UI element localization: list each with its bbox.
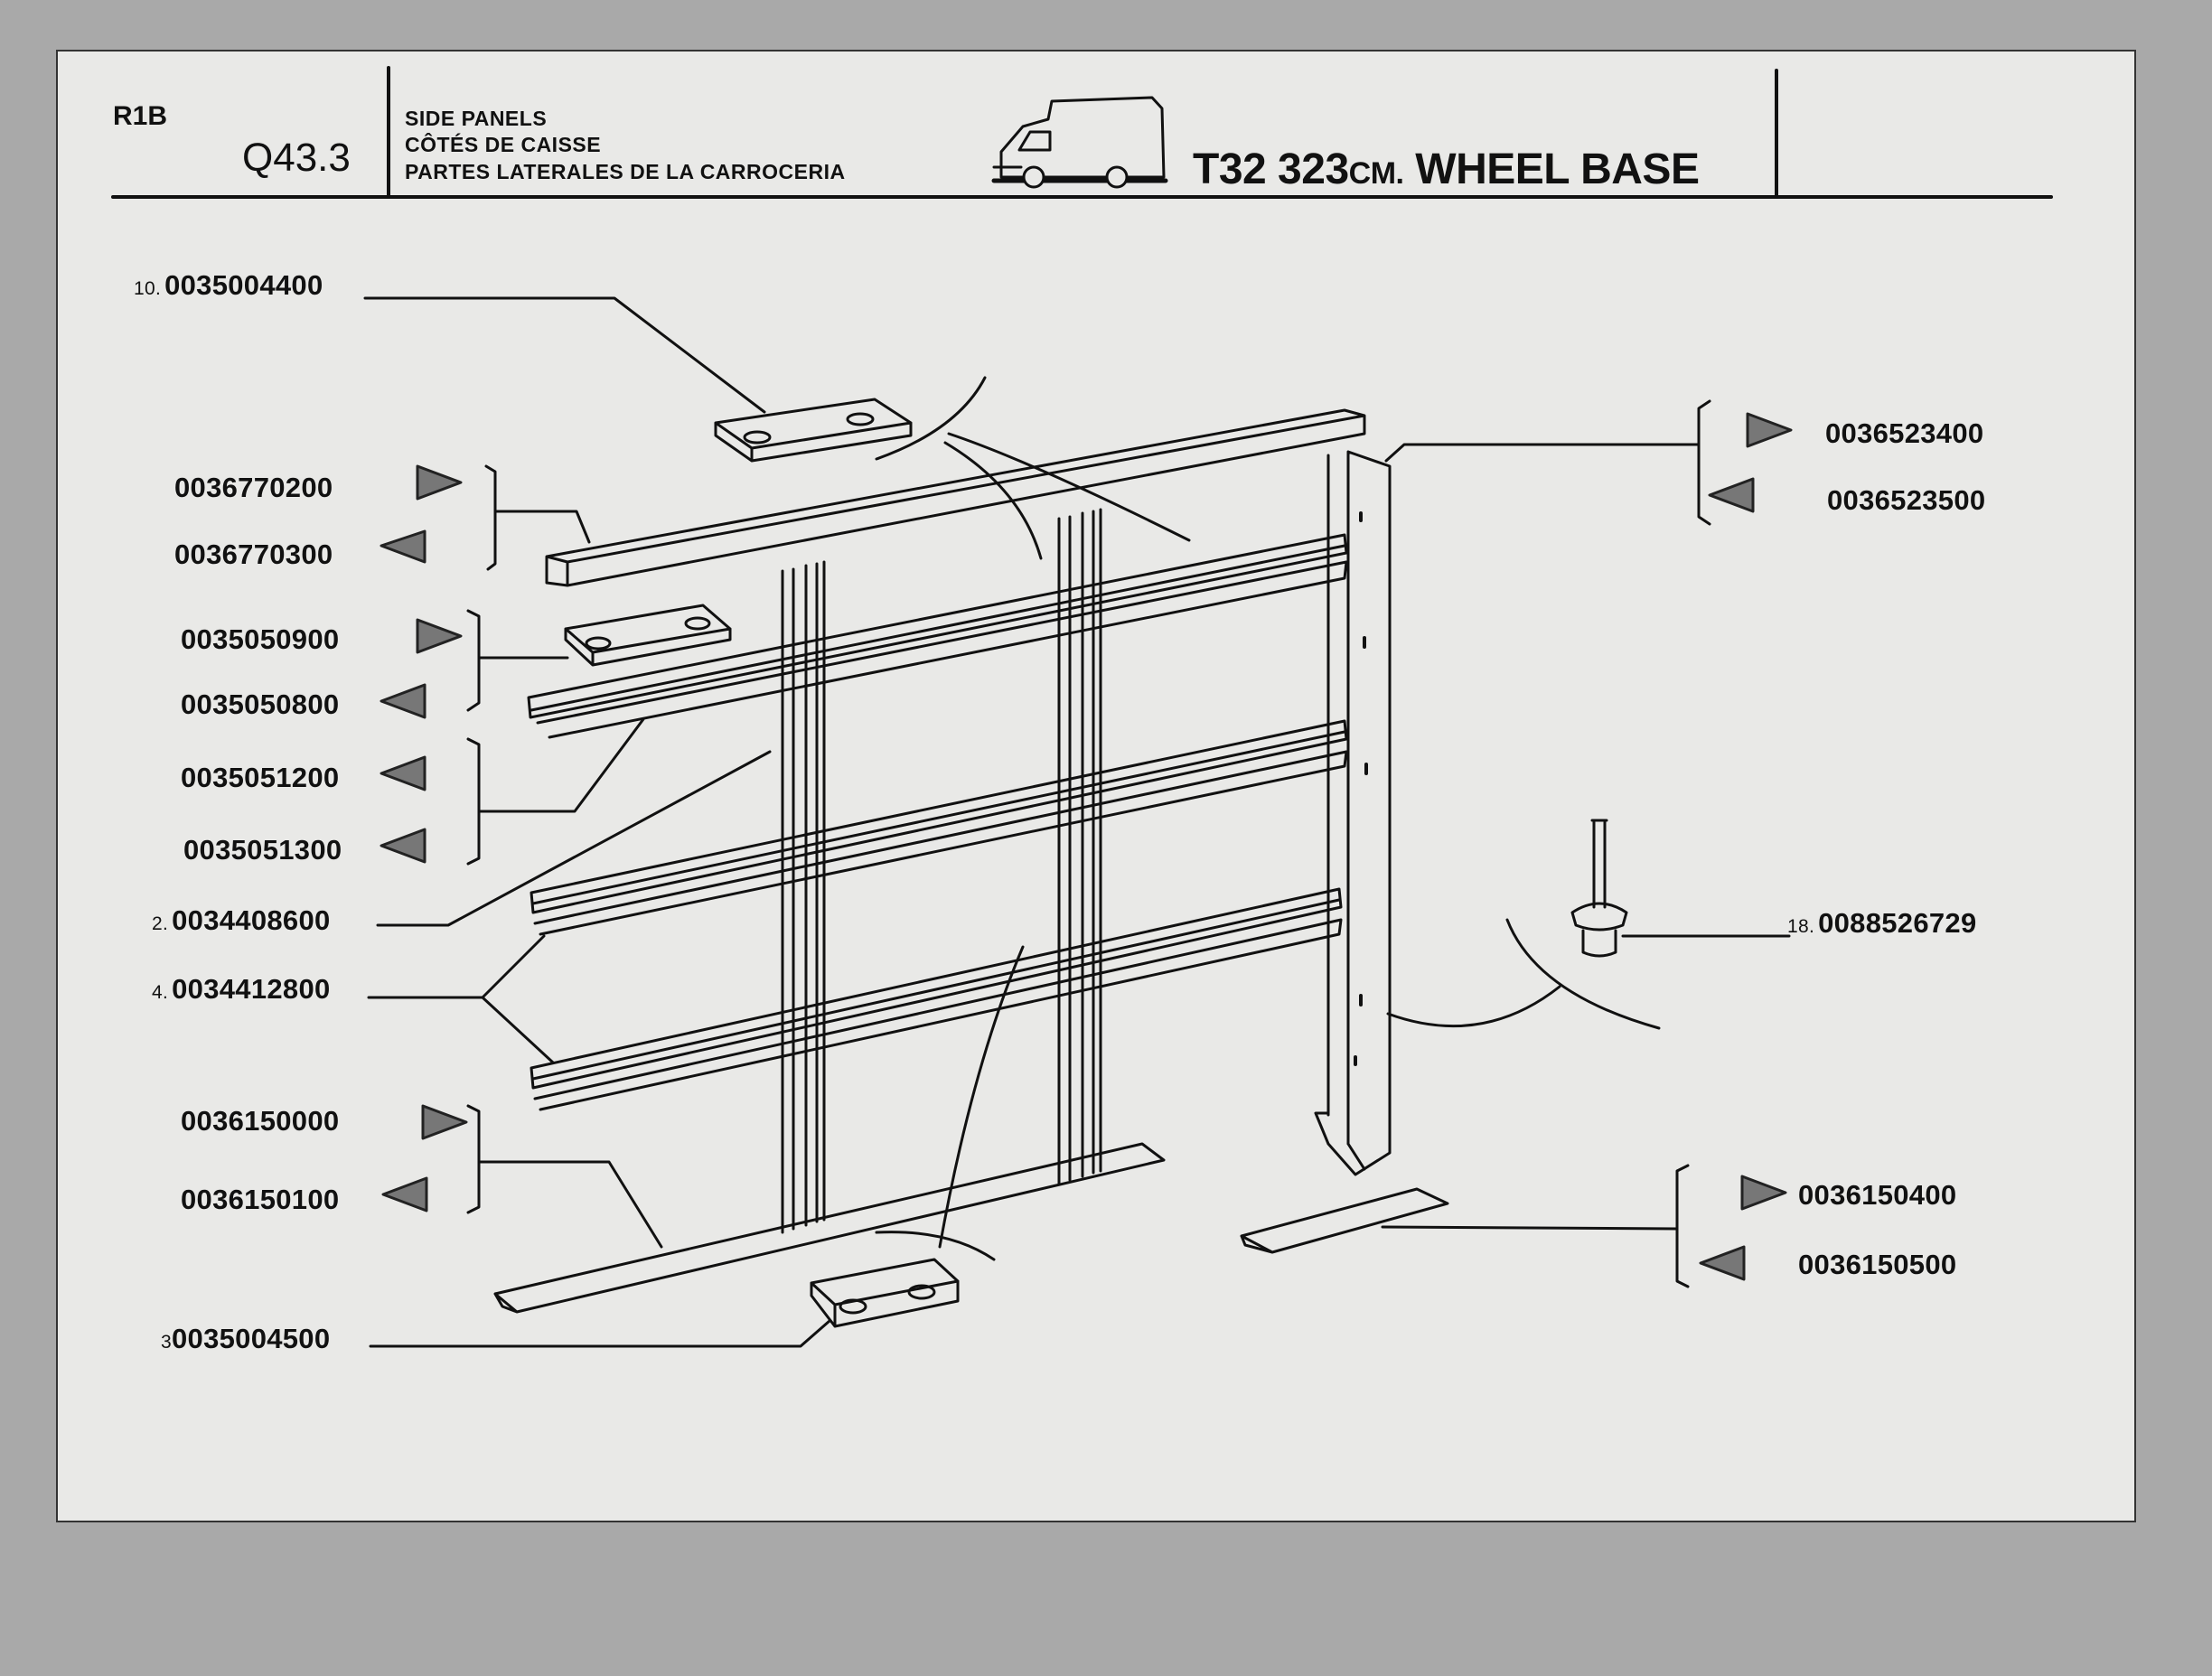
catalog-sheet: [56, 50, 2136, 1522]
leader-line: [363, 296, 766, 414]
leader-line: [376, 750, 772, 927]
part-number: 0035051300: [183, 834, 342, 866]
part-number: 0036770200: [174, 472, 333, 503]
model-prefix: T32 323: [1193, 145, 1349, 193]
part-number: 0035050800: [181, 688, 340, 720]
triangle-right-icon: [421, 1104, 468, 1140]
triangle-left-icon: [380, 529, 426, 564]
part-number: 0036150100: [181, 1184, 340, 1215]
triangle-left-icon: [1708, 477, 1755, 513]
rivet: [1570, 819, 1628, 958]
break-arc: [875, 1231, 996, 1261]
bottom-sill: [493, 1142, 1166, 1314]
part-label-36150100: 0036150100: [181, 1184, 339, 1216]
triangle-left-icon: [381, 1176, 428, 1213]
part-label-36523400: 0036523400: [1825, 417, 1983, 450]
part-label-35050800: 0035050800: [181, 688, 339, 721]
part-label-36150400: 0036150400: [1798, 1179, 1956, 1212]
part-label-10: 10.0035004400: [134, 269, 323, 302]
leader-line: [466, 609, 569, 712]
rail-middle: [530, 719, 1348, 936]
part-label-35051300: 0035051300: [183, 834, 342, 866]
part-number: 0035004500: [171, 1323, 331, 1354]
triangle-left-icon: [380, 828, 426, 864]
part-label-36150000: 0036150000: [181, 1105, 339, 1138]
part-number: 0036770300: [174, 538, 333, 570]
part-label-36770300: 0036770300: [174, 538, 333, 571]
part-number: 0036523500: [1827, 484, 1986, 516]
model-unit: CM.: [1348, 156, 1404, 191]
title-en: SIDE PANELS: [405, 107, 548, 130]
top-bracket: [714, 398, 913, 463]
part-label-18: 18.0088526729: [1787, 907, 1977, 940]
part-label-36150500: 0036150500: [1798, 1249, 1956, 1281]
top-rail: [545, 408, 1366, 587]
part-label-3: 30035004500: [161, 1323, 330, 1355]
part-number: 0035050900: [181, 623, 340, 655]
part-label-2: 2.0034408600: [152, 904, 331, 937]
title-es: PARTES LATERALES DE LA CARROCERIA: [405, 160, 846, 183]
part-number: 0034408600: [172, 904, 331, 936]
bottom-bracket: [810, 1258, 960, 1328]
part-label-4: 4.0034412800: [152, 973, 331, 1006]
part-number: 0036150000: [181, 1105, 340, 1137]
triangle-right-icon: [1740, 1175, 1787, 1211]
triangle-left-icon: [380, 755, 426, 791]
break-arc: [1505, 918, 1661, 1030]
end-post: [1314, 450, 1392, 1176]
triangle-left-icon: [380, 683, 426, 719]
leader-line: [466, 1104, 663, 1249]
leader-line: [1384, 399, 1711, 526]
part-number: 0036150400: [1798, 1179, 1957, 1211]
part-number: 0036523400: [1825, 417, 1984, 449]
section-number: Q43.3: [242, 136, 351, 180]
model-title: T32 323CM. WHEEL BASE: [1193, 145, 1700, 194]
triangle-right-icon: [416, 464, 463, 501]
part-index: 10.: [134, 278, 162, 299]
leader-line: [466, 717, 645, 866]
leader-line: [369, 1319, 831, 1348]
triangle-right-icon: [1746, 412, 1793, 448]
title-fr: CÔTÉS DE CAISSE: [405, 133, 602, 156]
part-index: 2.: [152, 913, 169, 934]
part-label-35050900: 0035050900: [181, 623, 339, 656]
rail-lower: [530, 887, 1343, 1111]
van-icon: [991, 96, 1168, 189]
leader-line: [1381, 1164, 1690, 1288]
part-number: 0035004400: [164, 269, 323, 301]
break-arc: [1386, 985, 1561, 1028]
part-number: 0034412800: [172, 973, 331, 1005]
part-number: 0036150500: [1798, 1249, 1957, 1280]
part-index: 4.: [152, 982, 169, 1003]
break-arc: [938, 945, 1025, 1249]
model-suffix: WHEEL BASE: [1403, 145, 1700, 193]
upper-bracket: [564, 604, 732, 667]
leader-line: [484, 464, 591, 571]
rail-upper: [527, 533, 1348, 739]
part-number: 0088526729: [1818, 907, 1977, 939]
part-label-36770200: 0036770200: [174, 472, 333, 504]
part-label-36523500: 0036523500: [1827, 484, 1985, 517]
break-arc: [947, 432, 1191, 542]
part-index: 18.: [1787, 916, 1815, 937]
right-sill: [1240, 1187, 1449, 1254]
break-arc: [943, 441, 1043, 560]
part-label-35051200: 0035051200: [181, 762, 339, 794]
triangle-right-icon: [416, 618, 463, 654]
post-left: [781, 560, 826, 1234]
leader-line: [367, 934, 555, 1064]
model-code: R1B: [113, 101, 168, 131]
part-index: 3: [161, 1332, 172, 1353]
post-middle: [1057, 508, 1102, 1185]
part-number: 0035051200: [181, 762, 340, 793]
break-arc: [875, 376, 987, 461]
triangle-left-icon: [1699, 1245, 1746, 1281]
